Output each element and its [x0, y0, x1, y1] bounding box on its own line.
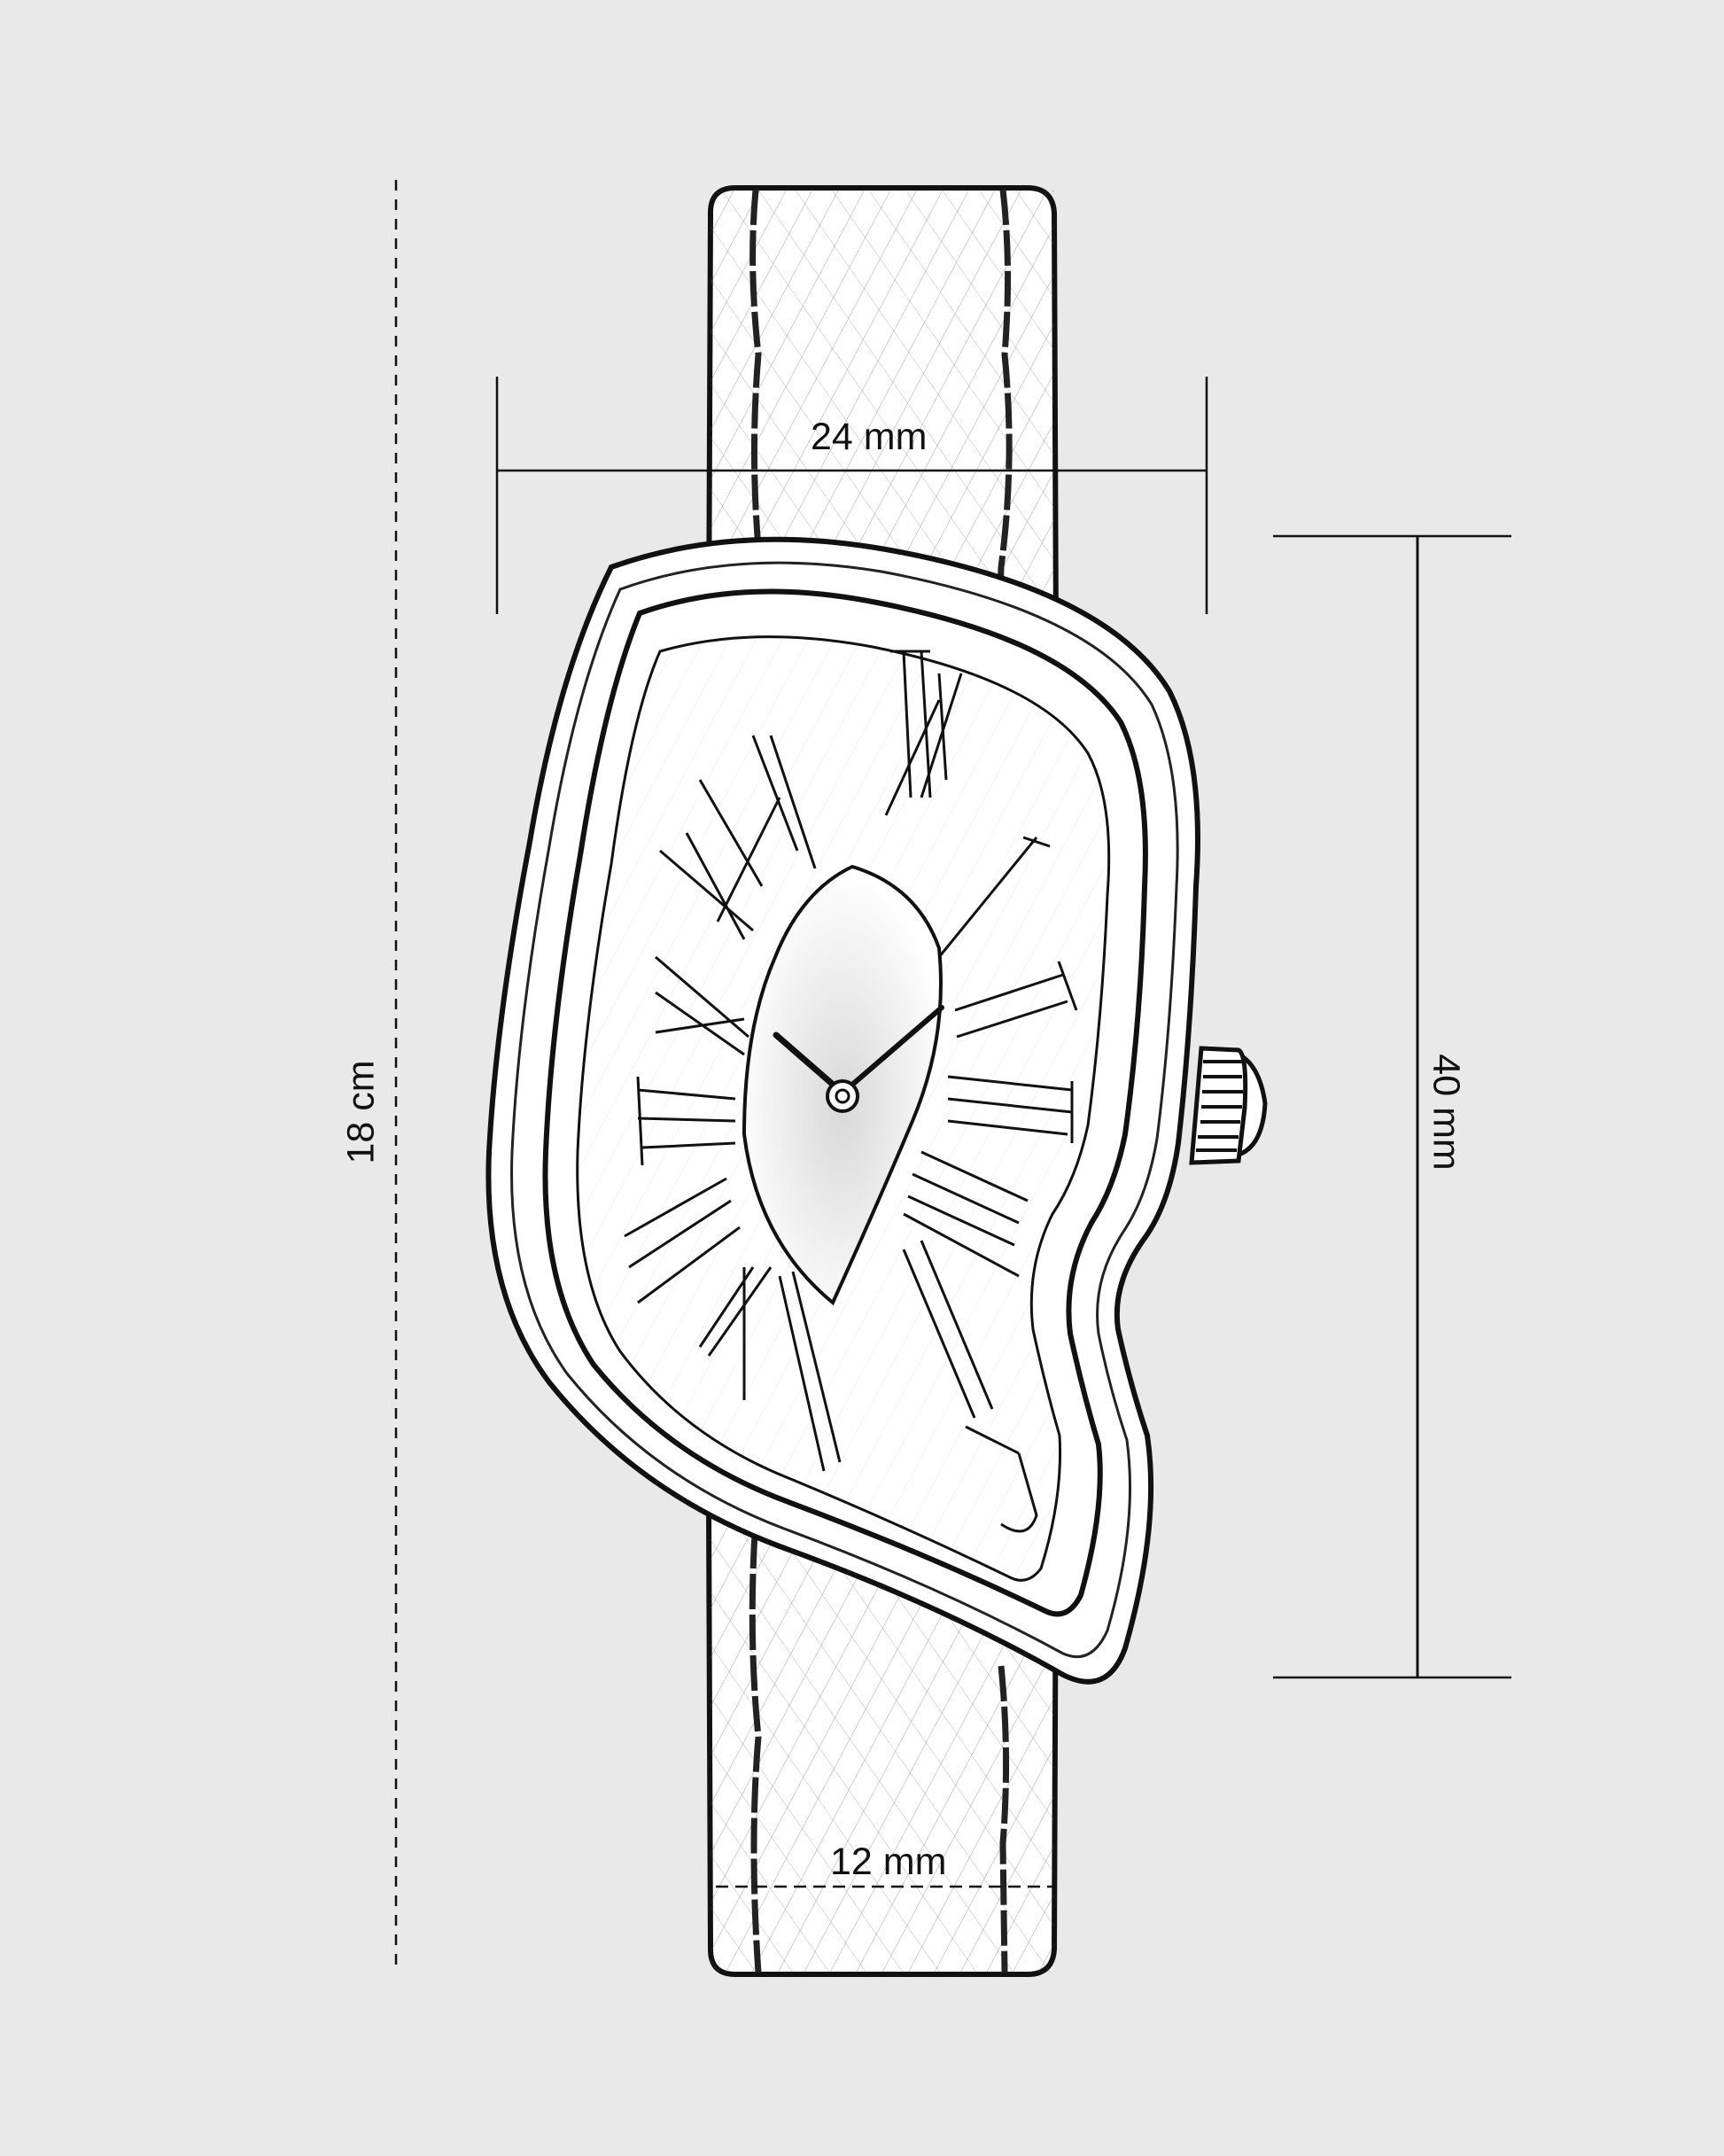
strap-width-label: 12 mm — [830, 1841, 947, 1883]
case-height-dimension — [1273, 534, 1511, 1679]
hour-hand — [773, 1031, 841, 1092]
watch-hands — [773, 1005, 944, 1113]
case-width-label: 24 mm — [811, 416, 928, 458]
minute-hand — [843, 1005, 944, 1093]
strap-length-label: 18 cm — [339, 1060, 383, 1164]
crown — [1189, 1046, 1268, 1165]
roman-numerals — [624, 650, 1078, 1533]
case-height-label: 40 mm — [1425, 1054, 1468, 1171]
case-width-dimension — [495, 377, 1208, 614]
